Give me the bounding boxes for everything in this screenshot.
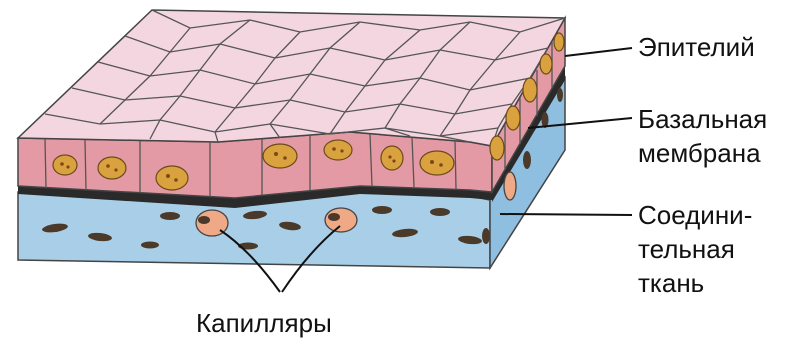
nucleus <box>506 106 520 130</box>
nucleus <box>523 78 537 102</box>
capillary <box>504 172 516 200</box>
nucleus <box>420 151 454 175</box>
nucleus <box>554 33 564 51</box>
capillary <box>325 208 357 232</box>
label-capillaries: Капилляры <box>196 308 332 338</box>
leader-line-connective <box>500 214 632 215</box>
nucleus <box>540 54 552 74</box>
nucleus <box>490 136 504 160</box>
nucleus <box>98 157 126 179</box>
nucleus <box>53 155 77 175</box>
label-connective-line2: тельная <box>638 234 735 264</box>
leader-line-epithelium <box>565 48 632 56</box>
nucleus <box>263 144 297 168</box>
nucleus <box>156 166 188 190</box>
label-basal-membrane-line1: Базальная <box>638 104 767 134</box>
nucleus <box>381 146 403 170</box>
label-epithelium: Эпителий <box>638 32 755 62</box>
nucleus <box>324 140 352 160</box>
label-connective-line3: ткань <box>638 268 704 298</box>
label-basal-membrane-line2: мембрана <box>638 138 761 168</box>
label-connective-line1: Соедини- <box>638 200 752 230</box>
